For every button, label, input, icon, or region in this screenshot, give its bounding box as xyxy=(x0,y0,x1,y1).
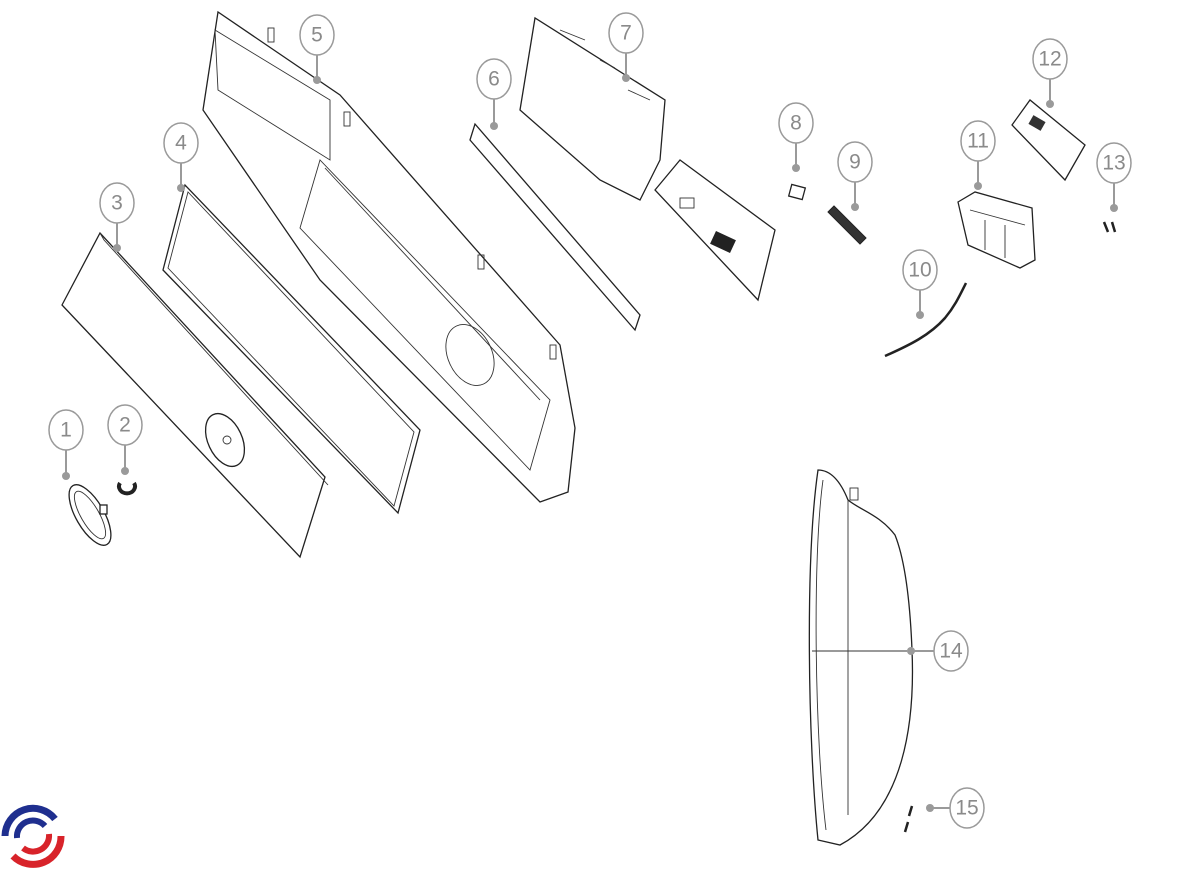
callout-4: 4 xyxy=(163,122,199,192)
callout-number: 2 xyxy=(119,414,131,437)
part-5-control-housing xyxy=(202,10,576,503)
callout-14: 14 xyxy=(907,630,969,672)
part-4-window-frame xyxy=(162,183,421,515)
callout-oval xyxy=(949,787,985,829)
callout-oval xyxy=(933,630,969,672)
callout-number: 13 xyxy=(1102,152,1125,175)
callout-oval xyxy=(99,182,135,224)
callout-number: 5 xyxy=(311,24,323,47)
callout-oval xyxy=(837,141,873,183)
part-10-cable xyxy=(884,282,968,358)
part-7-control-board xyxy=(519,16,776,302)
part-9-button-strip xyxy=(827,205,867,245)
part-11-bracket xyxy=(957,191,1036,269)
leader-dot xyxy=(792,164,800,172)
callout-number: 15 xyxy=(955,797,978,820)
leader-dot xyxy=(851,203,859,211)
part-1-knob xyxy=(68,484,112,546)
leader-dot xyxy=(121,467,129,475)
leader-dot xyxy=(313,76,321,84)
part-12-module xyxy=(1011,99,1086,182)
callout-1: 1 xyxy=(48,409,84,480)
callout-number: 8 xyxy=(790,112,802,135)
leader-dot xyxy=(62,472,70,480)
leader-dot xyxy=(926,804,934,812)
leader-dot xyxy=(113,244,121,252)
callout-oval xyxy=(778,102,814,144)
part-8-connector xyxy=(787,183,807,201)
callout-number: 12 xyxy=(1038,48,1061,71)
leader-dot xyxy=(974,182,982,190)
callout-7: 7 xyxy=(608,12,644,82)
callout-11: 11 xyxy=(960,120,996,190)
callout-number: 10 xyxy=(908,259,931,282)
callout-number: 6 xyxy=(488,68,500,91)
callout-oval xyxy=(48,409,84,451)
callout-number: 9 xyxy=(849,151,861,174)
callout-number: 4 xyxy=(175,132,187,155)
part-2-clip xyxy=(117,481,137,496)
leader-dot xyxy=(1046,100,1054,108)
callout-10: 10 xyxy=(902,249,938,319)
part-15-screws xyxy=(903,805,914,833)
leader-dot xyxy=(622,74,630,82)
leader-dot xyxy=(907,647,915,655)
callout-number: 7 xyxy=(620,22,632,45)
callout-oval xyxy=(902,249,938,291)
callout-13: 13 xyxy=(1096,142,1132,212)
part-6-strip xyxy=(469,122,641,332)
callout-oval xyxy=(1032,38,1068,80)
part-13-screws xyxy=(1102,221,1117,233)
callout-oval xyxy=(299,14,335,56)
part-3-front-panel xyxy=(61,231,329,559)
callout-oval xyxy=(960,120,996,162)
callout-12: 12 xyxy=(1032,38,1068,108)
brand-logo xyxy=(1,804,65,868)
callout-6: 6 xyxy=(476,58,512,130)
leader-dot xyxy=(177,184,185,192)
callout-oval xyxy=(608,12,644,54)
callout-oval xyxy=(1096,142,1132,184)
callout-3: 3 xyxy=(99,182,135,252)
callout-oval xyxy=(476,58,512,100)
part-14-door xyxy=(808,469,914,846)
callout-2: 2 xyxy=(107,404,143,475)
callout-number: 3 xyxy=(111,192,123,215)
callout-15: 15 xyxy=(926,787,985,829)
callout-9: 9 xyxy=(837,141,873,211)
leader-dot xyxy=(1110,204,1118,212)
callout-number: 11 xyxy=(967,130,989,153)
callout-5: 5 xyxy=(299,14,335,84)
callout-oval xyxy=(163,122,199,164)
leader-dot xyxy=(916,311,924,319)
callout-number: 1 xyxy=(60,419,72,442)
leader-dot xyxy=(490,122,498,130)
callout-number: 14 xyxy=(939,640,963,663)
callout-8: 8 xyxy=(778,102,814,172)
callout-oval xyxy=(107,404,143,446)
